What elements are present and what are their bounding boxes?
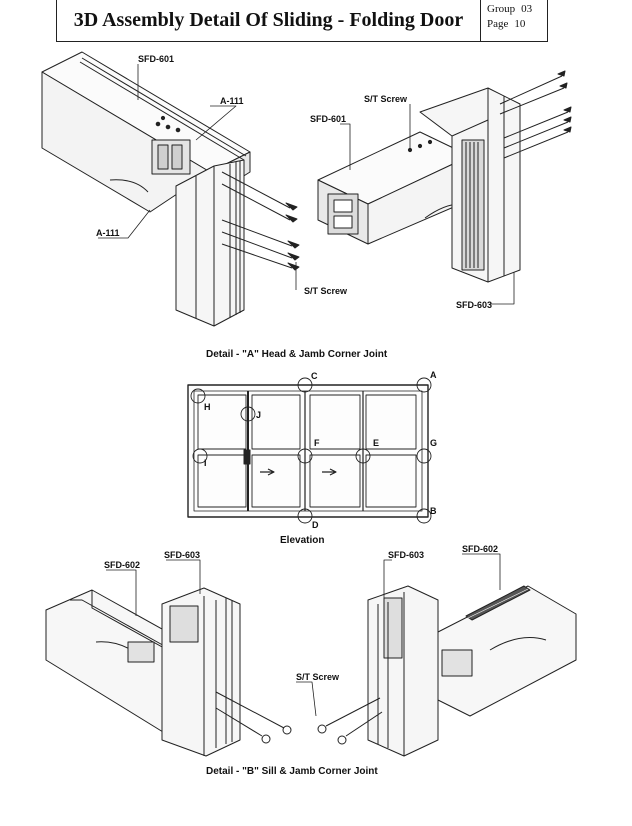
elevation-drawing [187,377,432,524]
caption-detail-a: Detail - "A" Head & Jamb Corner Joint [206,349,388,360]
point-j: J [256,410,261,420]
group-value: 03 [521,3,533,15]
detail-a-left-assembly [41,51,300,327]
page-value: 10 [514,18,526,30]
label-a111-bottom: A-111 [96,228,120,238]
jamb-profile-left [175,159,245,327]
screws-bottom-right [317,697,383,745]
point-d: D [312,520,319,530]
point-c: C [311,371,318,381]
head-profile-left-front [41,71,211,213]
sheet-info: Group 03 Page 10 [481,0,547,41]
label-sfd602-right: SFD-602 [462,544,498,554]
point-h: H [204,402,211,412]
page-label: Page [487,18,509,30]
label-a111-top: A-111 [220,96,244,106]
caption-detail-b: Detail - "B" Sill & Jamb Corner Joint [206,766,378,777]
point-i: I [204,458,207,468]
label-sfd603-bottom-right: SFD-603 [388,550,424,560]
point-b: B [430,506,437,516]
screws-bottom-left [215,691,292,744]
label-sfd601-left: SFD-601 [138,54,174,64]
elevation-callout-circles [190,377,432,524]
detail-a-right-assembly [317,70,572,305]
label-sfd603-left: SFD-603 [164,550,200,560]
group-label: Group [487,3,516,15]
point-a: A [430,370,437,380]
point-g: G [430,438,437,448]
point-f: F [314,438,320,448]
detail-b-left-assembly [45,559,292,757]
elevation-outer-frame [187,384,429,518]
screws-left [221,171,300,271]
label-st-screw-bottom: S/T Screw [296,672,340,682]
drawing-title: 3D Assembly Detail Of Sliding - Folding … [57,0,481,41]
title-block: 3D Assembly Detail Of Sliding - Folding … [56,0,548,42]
point-e: E [373,438,379,448]
label-st-screw-left: S/T Screw [304,286,348,296]
screws-right [499,70,572,159]
detail-b-right-assembly [296,553,577,757]
label-sfd601-right: SFD-601 [310,114,346,124]
label-sfd602-left: SFD-602 [104,560,140,570]
label-st-screw-right: S/T Screw [364,94,408,104]
elevation-panels [197,394,417,508]
label-sfd603-right: SFD-603 [456,300,492,310]
caption-elevation: Elevation [280,535,324,546]
